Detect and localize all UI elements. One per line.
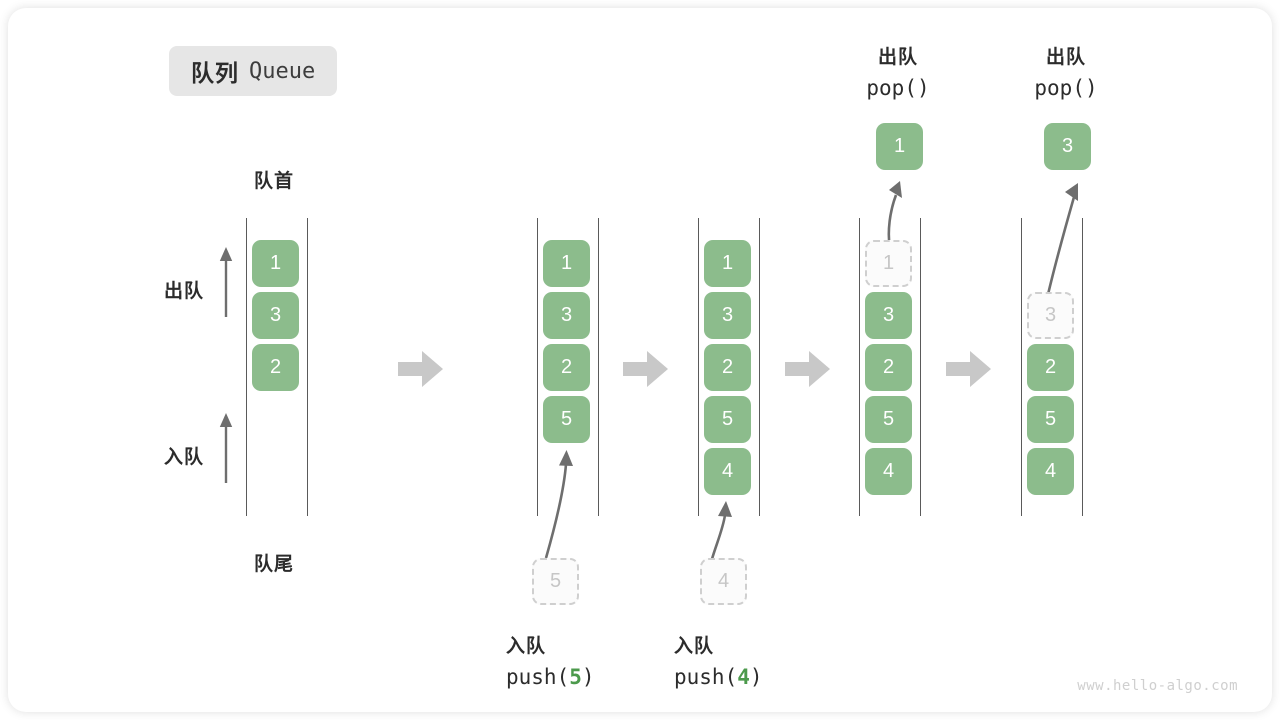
queue-column-push-4: 1 3 2 5 4 xyxy=(704,240,751,516)
push-arg-4: 4 xyxy=(737,665,750,689)
title-cn: 队列 xyxy=(191,60,239,86)
pop-arrow-icon-3 xyxy=(1044,183,1078,304)
queue-column-initial: 1 3 2 xyxy=(252,240,299,516)
pop-caption-cn-3: 出队 xyxy=(1045,47,1086,68)
push-arg-5: 5 xyxy=(569,665,582,689)
queue-rail-left-3 xyxy=(698,218,699,516)
dequeue-direction-arrow-icon xyxy=(219,247,233,317)
queue-column-pop-3: 3 2 5 4 xyxy=(1027,240,1074,516)
popped-ghost-slot: 3 xyxy=(1027,292,1074,339)
queue-cell: 4 xyxy=(1027,448,1074,495)
pending-value-ghost-4: 4 xyxy=(700,558,747,605)
queue-rail-right-4 xyxy=(920,218,921,516)
push-caption-code-4: push(4) xyxy=(674,665,763,689)
pop-caption-cn-1: 出队 xyxy=(877,47,918,68)
queue-cell: 3 xyxy=(252,292,299,339)
popped-value-3: 3 xyxy=(1044,123,1091,170)
queue-column-pop-1: 1 3 2 5 4 xyxy=(865,240,912,516)
queue-cell: 3 xyxy=(543,292,590,339)
enqueue-direction-label: 入队 xyxy=(163,447,204,468)
queue-rail-left-5 xyxy=(1021,218,1022,516)
enqueue-direction-arrow-icon xyxy=(219,413,233,483)
queue-rail-left-2 xyxy=(537,218,538,516)
popped-value-1: 1 xyxy=(876,123,923,170)
queue-rail-right-5 xyxy=(1082,218,1083,516)
queue-cell: 5 xyxy=(865,396,912,443)
queue-rail-right-3 xyxy=(759,218,760,516)
dequeue-direction-label: 出队 xyxy=(163,281,204,302)
queue-rail-right-2 xyxy=(598,218,599,516)
queue-column-push-5: 1 3 2 5 xyxy=(543,240,590,516)
queue-cell: 2 xyxy=(865,344,912,391)
queue-cell: 5 xyxy=(704,396,751,443)
step-separator-arrow-icon xyxy=(946,351,991,387)
tail-label: 队尾 xyxy=(253,554,294,575)
step-separator-arrow-icon xyxy=(785,351,830,387)
title-en: Queue xyxy=(249,58,316,84)
head-label: 队首 xyxy=(253,171,294,192)
step-separator-arrow-icon xyxy=(623,351,668,387)
push-arrow-icon-5 xyxy=(544,450,573,559)
pop-caption-code-3: pop() xyxy=(1034,76,1098,100)
queue-rail-right-1 xyxy=(307,218,308,516)
diagram-card: 队列 Queue 队首 出队 入队 1 3 2 队尾 1 3 2 5 5 入队 … xyxy=(8,8,1272,712)
step-separator-arrow-icon xyxy=(398,351,443,387)
queue-rail-left-1 xyxy=(246,218,247,516)
pop-caption-code-1: pop() xyxy=(866,76,930,100)
queue-rail-left-4 xyxy=(859,218,860,516)
queue-cell-new: 5 xyxy=(543,396,590,443)
watermark: www.hello-algo.com xyxy=(1077,678,1238,694)
queue-cell: 2 xyxy=(543,344,590,391)
push-caption-cn-4: 入队 xyxy=(674,636,715,657)
queue-cell-new: 4 xyxy=(704,448,751,495)
queue-cell: 1 xyxy=(543,240,590,287)
push-arrow-icon-4 xyxy=(710,501,732,560)
queue-cell: 4 xyxy=(865,448,912,495)
queue-cell: 2 xyxy=(704,344,751,391)
popped-ghost-slot: 1 xyxy=(865,240,912,287)
pending-value-ghost-5: 5 xyxy=(532,558,579,605)
queue-cell: 3 xyxy=(865,292,912,339)
queue-cell: 1 xyxy=(252,240,299,287)
push-caption-code-5: push(5) xyxy=(506,665,595,689)
queue-cell: 5 xyxy=(1027,396,1074,443)
queue-cell: 2 xyxy=(252,344,299,391)
title-badge: 队列 Queue xyxy=(169,46,338,96)
push-caption-cn-5: 入队 xyxy=(506,636,547,657)
queue-cell: 3 xyxy=(704,292,751,339)
queue-cell: 1 xyxy=(704,240,751,287)
queue-cell: 2 xyxy=(1027,344,1074,391)
